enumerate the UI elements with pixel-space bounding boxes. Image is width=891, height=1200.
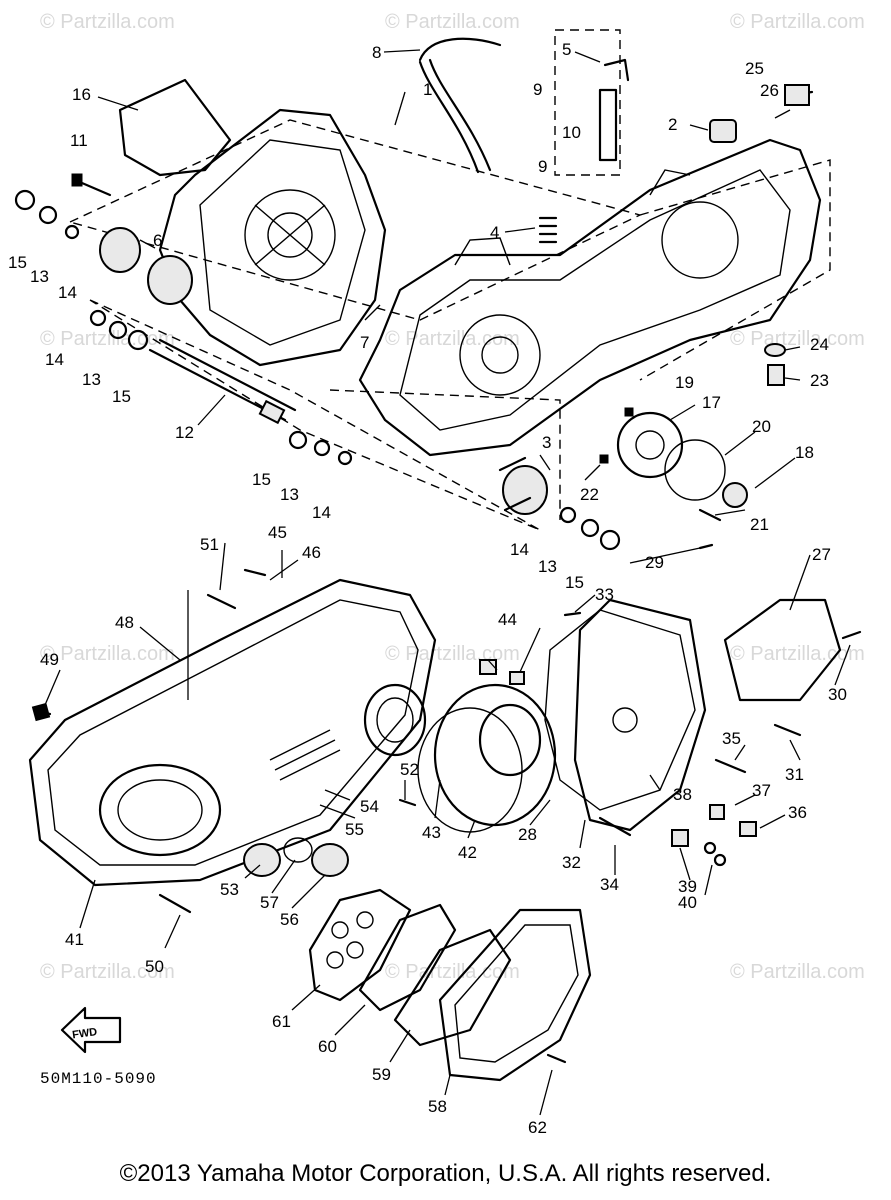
callout: 18 (795, 443, 814, 462)
diagram-code: 50M110-5090 (40, 1070, 157, 1088)
callout: 35 (722, 729, 741, 748)
callout: 61 (272, 1012, 291, 1031)
callout: 14 (45, 350, 64, 369)
callout: 8 (372, 43, 381, 62)
callout: 15 (112, 387, 131, 406)
callout: 36 (788, 803, 807, 822)
callout: 15 (8, 253, 27, 272)
crankcase-assembly (14, 29, 831, 551)
watermark: © Partzilla.com (730, 643, 865, 665)
callout: 52 (400, 760, 419, 779)
callout: 44 (498, 610, 517, 629)
callout: 9 (538, 157, 547, 176)
callout: 41 (65, 930, 84, 949)
callout: 2 (668, 115, 677, 134)
callout: 14 (510, 540, 529, 559)
callout: 6 (153, 231, 162, 250)
callout: 27 (812, 545, 831, 564)
air-duct-assembly (60, 888, 592, 1082)
callout-labels: 1 2 3 4 5 6 7 8 9 9 10 11 12 13 13 13 13… (8, 40, 847, 1137)
callout: 30 (828, 685, 847, 704)
watermark: © Partzilla.com (730, 961, 865, 983)
callout: 43 (422, 823, 441, 842)
callout: 21 (750, 515, 769, 534)
callout: 3 (542, 433, 551, 452)
callout: 48 (115, 613, 134, 632)
callout: 46 (302, 543, 321, 562)
fwd-arrow-label: FWD (71, 1026, 98, 1041)
callout: 56 (280, 910, 299, 929)
watermark: © Partzilla.com (40, 961, 175, 983)
callout: 24 (810, 335, 829, 354)
watermark: © Partzilla.com (40, 11, 175, 33)
watermark: © Partzilla.com (385, 643, 520, 665)
callout: 38 (673, 785, 692, 804)
callout: 9 (533, 80, 542, 99)
callout: 5 (562, 40, 571, 59)
watermark: © Partzilla.com (385, 961, 520, 983)
callout: 13 (82, 370, 101, 389)
callout: 34 (600, 875, 619, 894)
callout: 13 (538, 557, 557, 576)
callout: 28 (518, 825, 537, 844)
callout: 32 (562, 853, 581, 872)
callout: 23 (810, 371, 829, 390)
callout: 10 (562, 123, 581, 142)
watermark: © Partzilla.com (730, 328, 865, 350)
leader-lines (44, 49, 851, 1116)
copyright-notice: ©2013 Yamaha Motor Corporation, U.S.A. A… (119, 1160, 772, 1187)
watermark: © Partzilla.com (40, 328, 175, 350)
watermark: © Partzilla.com (730, 11, 865, 33)
callout: 53 (220, 880, 239, 899)
callout: 58 (428, 1097, 447, 1116)
callout: 60 (318, 1037, 337, 1056)
callout: 33 (595, 585, 614, 604)
callout: 51 (200, 535, 219, 554)
callout: 26 (760, 81, 779, 100)
callout: 50 (145, 957, 164, 976)
callout: 13 (280, 485, 299, 504)
callout: 19 (675, 373, 694, 392)
callout: 11 (70, 131, 88, 150)
callout: 37 (752, 781, 771, 800)
callout: 1 (423, 80, 432, 99)
callout: 25 (745, 59, 764, 78)
callout: 59 (372, 1065, 391, 1084)
watermark: © Partzilla.com (40, 643, 175, 665)
callout: 17 (702, 393, 721, 412)
callout: 20 (752, 417, 771, 436)
callout: 55 (345, 820, 364, 839)
callout: 31 (785, 765, 804, 784)
callout: 45 (268, 523, 287, 542)
callout: 7 (360, 333, 369, 352)
callout: 15 (565, 573, 584, 592)
callout: 15 (252, 470, 271, 489)
callout: 39 (678, 877, 697, 896)
callout: 42 (458, 843, 477, 862)
callout: 22 (580, 485, 599, 504)
callout: 13 (30, 267, 49, 286)
callout: 57 (260, 893, 279, 912)
callout: 12 (175, 423, 194, 442)
watermark: © Partzilla.com (385, 11, 520, 33)
callout: 49 (40, 650, 59, 669)
callout: 4 (490, 223, 499, 242)
callout: 54 (360, 797, 379, 816)
callout: 29 (645, 553, 664, 572)
callout: 14 (312, 503, 331, 522)
watermark: © Partzilla.com (385, 328, 520, 350)
watermark-layer: © Partzilla.com © Partzilla.com © Partzi… (40, 11, 865, 983)
callout: 16 (72, 85, 91, 104)
callout: 14 (58, 283, 77, 302)
callout: 62 (528, 1118, 547, 1137)
callout: 40 (678, 893, 697, 912)
